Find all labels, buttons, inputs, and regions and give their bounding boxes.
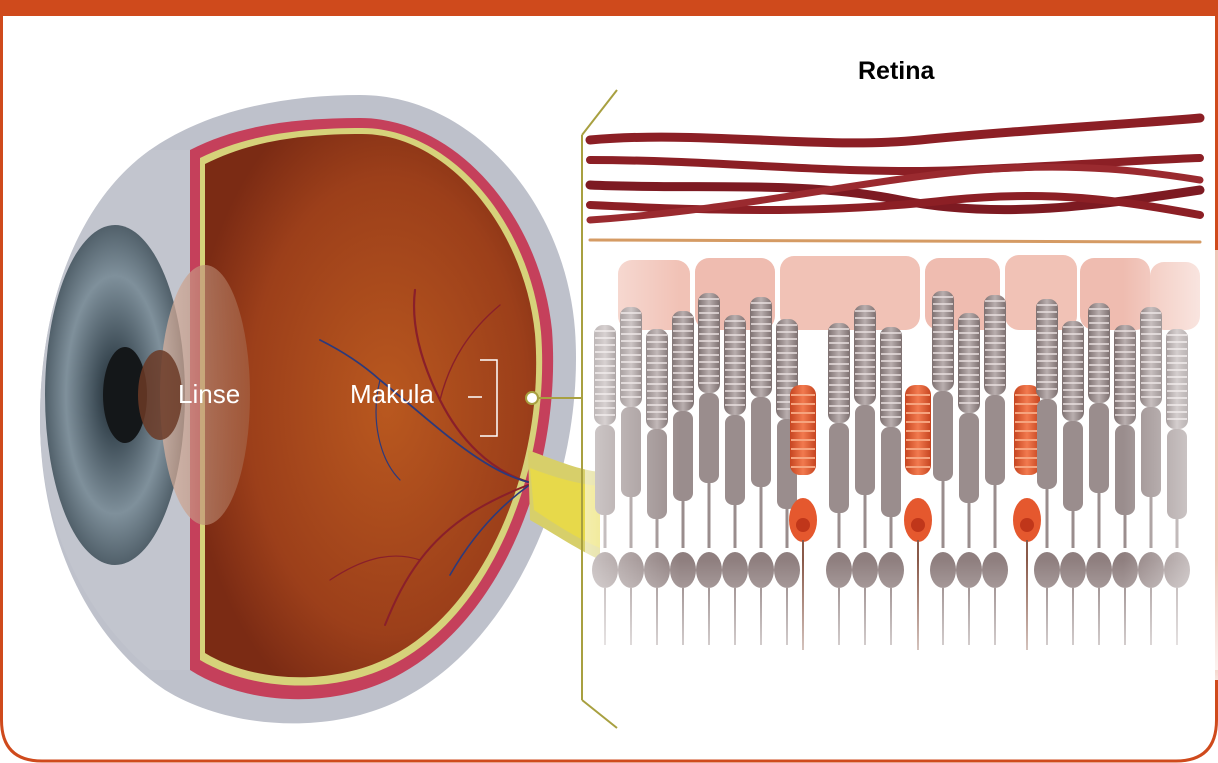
macula-label: Makula xyxy=(350,381,434,407)
lens-label: Linse xyxy=(178,381,240,407)
retina-fade-bottom xyxy=(585,560,1218,680)
retina-title: Retina xyxy=(858,57,934,86)
eyeball xyxy=(40,95,600,723)
retina-vessel-layer xyxy=(590,118,1200,242)
